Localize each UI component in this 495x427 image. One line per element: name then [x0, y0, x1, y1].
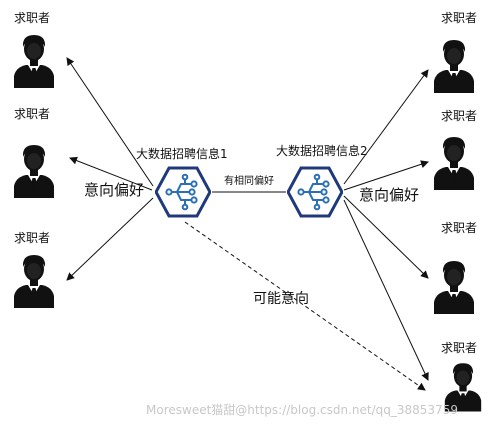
seeker-left-1-icon: [14, 35, 54, 88]
arrow-hub2-to-seeker-right-3: [343, 195, 429, 279]
hub2-icon: [287, 166, 343, 218]
seeker-right-1-icon: [434, 40, 474, 93]
arrow-hub1-to-seeker-left-2: [69, 156, 153, 191]
seeker-right-3-icon: [434, 261, 474, 314]
seeker-left-3-label: 求职者: [14, 231, 51, 245]
right-preference-label: 意向偏好: [359, 186, 420, 204]
hub2-arrows: [343, 69, 429, 381]
arrow-hub1-to-seeker-left-1: [66, 57, 154, 187]
left-preference-label: 意向偏好: [84, 181, 145, 199]
possible-intent-label: 可能意向: [253, 291, 309, 307]
seeker-left-1-label: 求职者: [14, 11, 51, 25]
arrow-hub2-to-seeker-right-2: [343, 160, 429, 191]
seeker-right-3-label: 求职者: [441, 221, 478, 235]
seeker-left-3-icon: [14, 255, 54, 308]
seeker-left-2-icon: [14, 145, 54, 198]
seeker-right-2-label: 求职者: [441, 109, 478, 123]
mutual-preference-label: 有相同偏好: [224, 176, 274, 187]
arrow-hub2-to-seeker-right-1: [343, 69, 429, 185]
hub1-arrows: [66, 57, 426, 391]
hub1-label: 大数据招聘信息1: [136, 147, 228, 161]
seeker-right-4-label: 求职者: [441, 341, 478, 355]
arrow-hub2-to-seeker-right-4: [343, 199, 429, 381]
watermark: Moresweet猫甜@https://blog.csdn.net/qq_388…: [146, 403, 458, 417]
hub2-label: 大数据招聘信息2: [276, 144, 368, 158]
seeker-left-2-label: 求职者: [14, 107, 51, 121]
arrow-hub1-to-seeker-left-3: [66, 197, 154, 281]
hub1-icon: [155, 166, 211, 218]
seeker-right-1-label: 求职者: [441, 11, 478, 25]
seeker-right-2-icon: [434, 137, 474, 190]
